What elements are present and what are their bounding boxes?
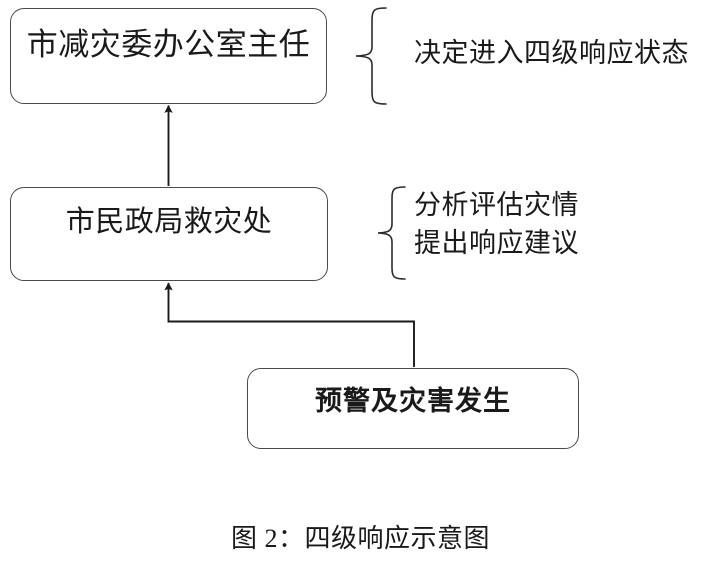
node-director-box[interactable]: 市减灾委办公室主任 [10, 8, 327, 104]
node-relief-division-box[interactable]: 市民政局救灾处 [10, 187, 328, 281]
curly-brace-icon-middle [377, 186, 406, 280]
curly-brace-icon-top [355, 7, 387, 105]
node-warning-disaster-box[interactable]: 预警及灾害发生 [247, 368, 579, 449]
node-director-label: 市减灾委办公室主任 [26, 27, 311, 62]
connector-disaster-to-relief [164, 282, 415, 367]
annotation-relief-division-duty: 分析评估灾情 提出响应建议 [414, 186, 579, 262]
node-relief-division-label: 市民政局救灾处 [65, 206, 273, 238]
node-warning-disaster-label: 预警及灾害发生 [315, 386, 511, 416]
annotation-line: 决定进入四级响应状态 [414, 38, 689, 68]
annotation-line: 提出响应建议 [414, 228, 579, 258]
annotation-director-duty: 决定进入四级响应状态 [414, 34, 689, 72]
annotation-line: 分析评估灾情 [414, 190, 579, 220]
figure-caption: 图 2：四级响应示意图 [230, 524, 490, 553]
